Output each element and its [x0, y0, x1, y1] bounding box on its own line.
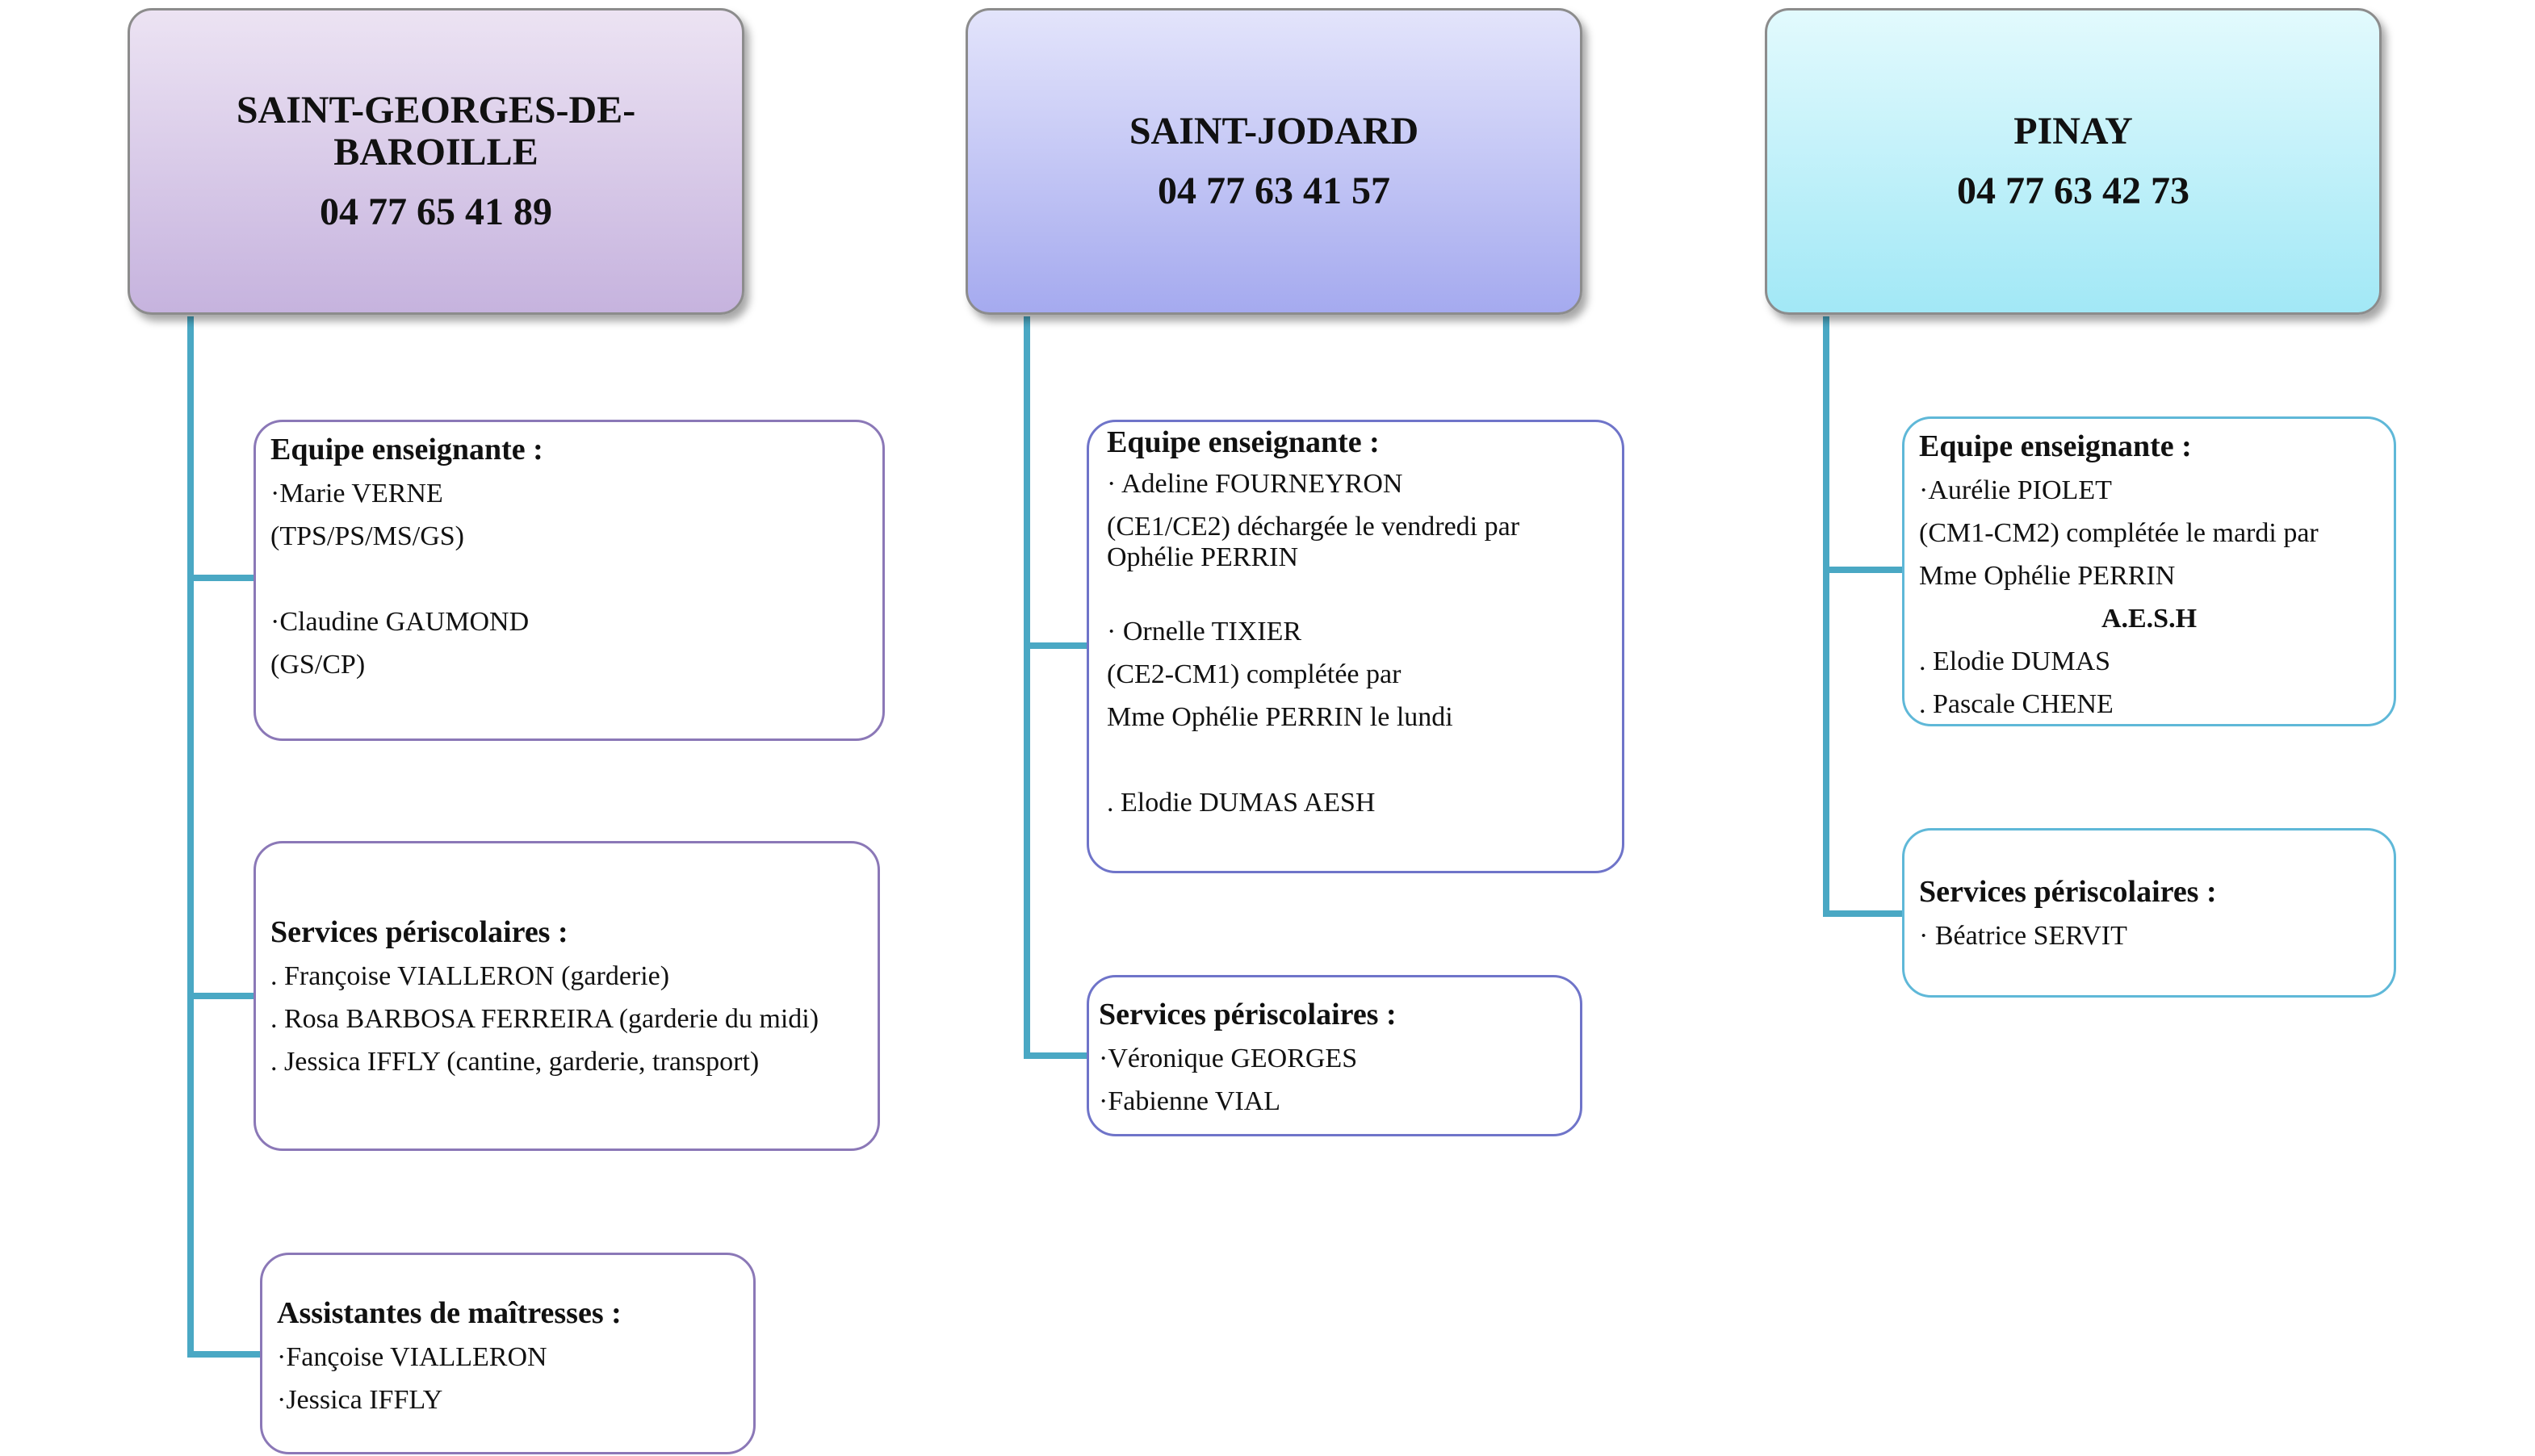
group-title: Services périscolaires : [1919, 875, 2217, 909]
group-line: Mme Ophélie PERRIN le lundi [1107, 702, 1453, 732]
sj-services-box: Services périscolaires : ·Véronique GEOR… [1087, 975, 1582, 1136]
group-line: ·Claudine GAUMOND [270, 607, 530, 637]
group-line: . Pascale CHENE [1919, 689, 2114, 719]
school-name: SAINT-JODARD [1129, 110, 1419, 153]
group-line: (CE2-CM1) complétée par [1107, 659, 1402, 689]
connector-trunk-saint-georges [187, 316, 194, 1358]
sj-equipe-box: Equipe enseignante : · Adeline FOURNEYRO… [1087, 420, 1624, 873]
school-header-saint-jodard: SAINT-JODARD 04 77 63 41 57 [966, 8, 1582, 315]
connector-branch-sj-services [1024, 1052, 1090, 1059]
connector-branch-sj-equipe [1024, 642, 1090, 649]
group-title: Assistantes de maîtresses : [277, 1296, 622, 1330]
pi-services-box: Services périscolaires : · Béatrice SERV… [1902, 828, 2396, 998]
group-line: . Jessica IFFLY (cantine, garderie, tran… [270, 1047, 760, 1077]
school-phone: 04 77 63 41 57 [1158, 169, 1390, 212]
group-line: ·Marie VERNE [270, 479, 443, 508]
school-header-pinay: PINAY 04 77 63 42 73 [1765, 8, 2382, 315]
connector-branch-pi-services [1823, 910, 1905, 917]
group-title: Services périscolaires : [270, 915, 568, 949]
group-line: Ophélie PERRIN [1107, 542, 1299, 572]
school-name: PINAY [2013, 110, 2133, 153]
sg-assistantes-box: Assistantes de maîtresses : ·Fançoise VI… [260, 1253, 756, 1454]
school-phone: 04 77 63 42 73 [1957, 169, 2189, 212]
connector-branch-sg-equipe [187, 575, 257, 581]
group-line-blank [1107, 573, 1607, 610]
group-title: Services périscolaires : [1099, 998, 1397, 1031]
group-line: (GS/CP) [270, 650, 366, 680]
group-line: ·Fançoise VIALLERON [277, 1342, 547, 1372]
group-line: . Elodie DUMAS AESH [1107, 788, 1376, 818]
connector-branch-pi-equipe [1823, 567, 1905, 573]
group-title: Equipe enseignante : [270, 433, 543, 467]
group-line: . Rosa BARBOSA FERREIRA (garderie du mid… [270, 1004, 819, 1034]
pi-equipe-box: Equipe enseignante : ·Aurélie PIOLET (CM… [1902, 416, 2396, 726]
school-phone: 04 77 65 41 89 [320, 190, 552, 233]
connector-branch-sg-services [187, 993, 257, 999]
group-line: · Ornelle TIXIER [1107, 617, 1302, 646]
group-title: Equipe enseignante : [1107, 425, 1380, 459]
group-title: Equipe enseignante : [1919, 429, 2192, 463]
group-line: . Elodie DUMAS [1919, 646, 2111, 676]
group-line: (CM1-CM2) complétée le mardi par [1919, 518, 2319, 548]
group-line: · Béatrice SERVIT [1919, 921, 2127, 951]
group-line: ·Jessica IFFLY [277, 1385, 443, 1415]
connector-trunk-pinay [1823, 316, 1829, 917]
group-line: (CE1/CE2) déchargée le vendredi par [1107, 512, 1520, 542]
group-line: ·Aurélie PIOLET [1919, 475, 2112, 505]
group-line: ·Véronique GEORGES [1099, 1044, 1358, 1073]
connector-branch-sg-assistantes [187, 1351, 262, 1358]
group-line-blank [270, 558, 868, 600]
school-name: SAINT-GEORGES-DE-BAROILLE [236, 89, 636, 174]
group-line: · Adeline FOURNEYRON [1107, 469, 1403, 499]
group-line: ·Fabienne VIAL [1099, 1086, 1281, 1116]
group-line: (TPS/PS/MS/GS) [270, 521, 464, 551]
group-line: Mme Ophélie PERRIN [1919, 561, 2176, 591]
school-header-saint-georges: SAINT-GEORGES-DE-BAROILLE 04 77 65 41 89 [128, 8, 744, 315]
group-line: . Françoise VIALLERON (garderie) [270, 961, 670, 991]
group-line-aesh: A.E.S.H [2101, 604, 2198, 634]
sg-equipe-box: Equipe enseignante : ·Marie VERNE (TPS/P… [254, 420, 885, 741]
group-line-blank [1107, 738, 1607, 781]
connector-trunk-saint-jodard [1024, 316, 1030, 1059]
sg-services-box: Services périscolaires : . Françoise VIA… [254, 841, 880, 1151]
